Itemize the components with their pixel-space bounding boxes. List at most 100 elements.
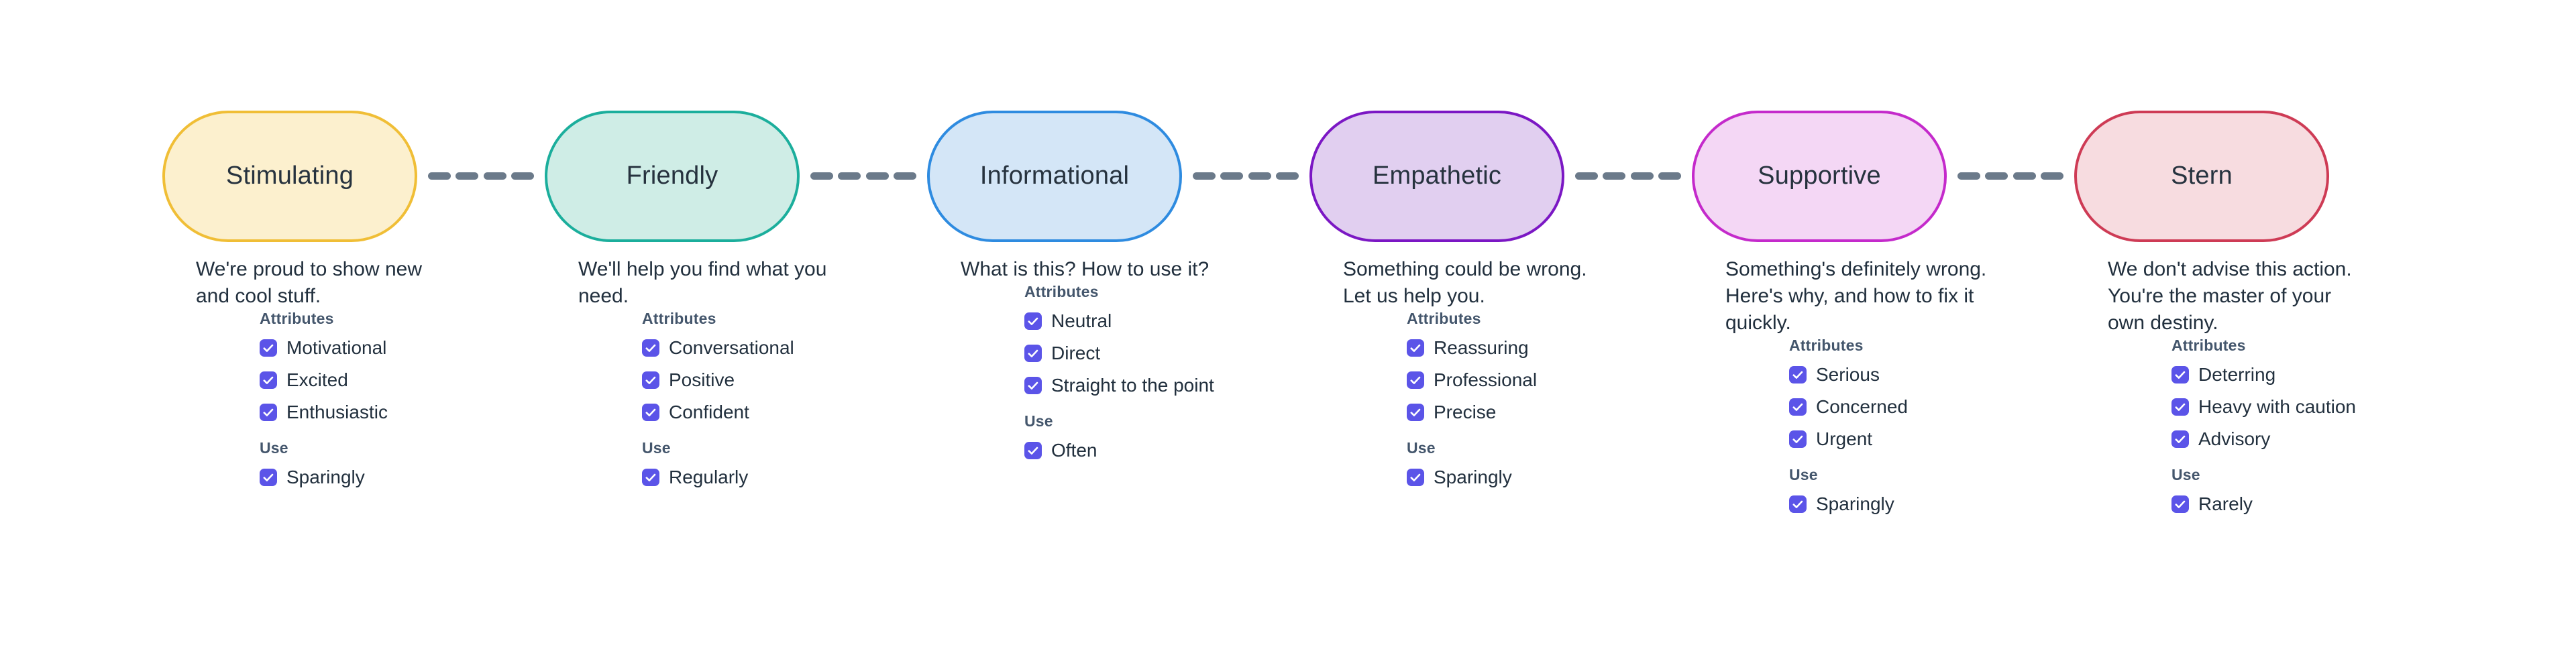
list-item[interactable]: Rarely: [2171, 488, 2396, 520]
use-label: Use: [2171, 466, 2200, 483]
list-item[interactable]: Precise: [1407, 396, 1631, 428]
checkbox-checked-icon[interactable]: [1407, 469, 1424, 486]
dashed-line-icon: [1957, 172, 1980, 180]
checkbox-checked-icon[interactable]: [1407, 371, 1424, 389]
checkbox-checked-icon[interactable]: [1789, 366, 1807, 384]
list-item[interactable]: Heavy with caution: [2171, 391, 2396, 423]
dashed-line-icon: [1630, 172, 1654, 180]
attributes-item-label: Deterring: [2198, 364, 2276, 385]
pill-empathetic[interactable]: Empathetic: [1309, 111, 1564, 242]
checkbox-checked-icon[interactable]: [260, 469, 277, 486]
checkbox-checked-icon[interactable]: [642, 469, 659, 486]
list-item[interactable]: Serious: [1789, 359, 2014, 391]
use-list: Regularly: [642, 461, 867, 493]
pill-row: Stimulating Friendly Informational Empathet…: [0, 111, 2576, 242]
list-item[interactable]: Professional: [1407, 364, 1631, 396]
checkbox-checked-icon[interactable]: [642, 339, 659, 357]
checkbox-checked-icon[interactable]: [1407, 339, 1424, 357]
use-item-label: Rarely: [2198, 493, 2253, 514]
list-item[interactable]: Neutral: [1024, 305, 1249, 337]
pill-stern[interactable]: Stern: [2074, 111, 2329, 242]
attributes-item-label: Precise: [1434, 402, 1497, 422]
pill-informational[interactable]: Informational: [927, 111, 1182, 242]
attributes-item-label: Concerned: [1816, 396, 1908, 417]
checkbox-checked-icon[interactable]: [2171, 430, 2189, 448]
use-item-label: Regularly: [669, 467, 749, 487]
list-item[interactable]: Reassuring: [1407, 332, 1631, 364]
stage-description: What is this? How to use it?: [961, 258, 1210, 280]
checkbox-checked-icon[interactable]: [2171, 398, 2189, 416]
pill-friendly[interactable]: Friendly: [545, 111, 800, 242]
dashed-line-icon: [1575, 172, 1598, 180]
use-label: Use: [260, 439, 288, 457]
list-item[interactable]: Regularly: [642, 461, 867, 493]
list-item[interactable]: Direct: [1024, 337, 1249, 369]
list-item[interactable]: Enthusiastic: [260, 396, 484, 428]
pill-label: Stimulating: [225, 162, 354, 190]
use-list: Sparingly: [260, 461, 484, 493]
pill-label: Informational: [979, 162, 1130, 190]
dashed-line-icon: [428, 172, 451, 180]
use-label: Use: [1024, 412, 1053, 430]
list-item[interactable]: Confident: [642, 396, 867, 428]
dashed-line-icon: [893, 172, 916, 180]
checkbox-checked-icon[interactable]: [1024, 442, 1042, 459]
list-item[interactable]: Often: [1024, 434, 1249, 467]
pill-stimulating[interactable]: Stimulating: [162, 111, 417, 242]
list-item[interactable]: Deterring: [2171, 359, 2396, 391]
use-list: Often: [1024, 434, 1249, 467]
dashed-line-icon: [483, 172, 506, 180]
list-item[interactable]: Advisory: [2171, 423, 2396, 455]
checkbox-checked-icon[interactable]: [1407, 404, 1424, 421]
attributes-item-label: Enthusiastic: [286, 402, 388, 422]
pill-label: Friendly: [626, 162, 718, 190]
stage-description: Something could be wrong. Let us help yo…: [1343, 258, 1587, 307]
dashed-line-icon: [1985, 172, 2008, 180]
dashed-line-icon: [865, 172, 889, 180]
checkbox-checked-icon[interactable]: [260, 404, 277, 421]
checkbox-checked-icon[interactable]: [1024, 377, 1042, 394]
checkbox-checked-icon[interactable]: [260, 339, 277, 357]
attributes-item-label: Reassuring: [1434, 337, 1529, 358]
dashed-line-icon: [1193, 172, 1216, 180]
checkbox-checked-icon[interactable]: [1789, 495, 1807, 513]
attributes-item-label: Urgent: [1816, 428, 1873, 449]
dashed-line-icon: [1220, 172, 1244, 180]
dashed-line-icon: [455, 172, 479, 180]
attributes-label: Attributes: [1024, 283, 1099, 300]
list-item[interactable]: Excited: [260, 364, 484, 396]
stage-description: We'll help you find what you need.: [578, 258, 827, 307]
checkbox-checked-icon[interactable]: [260, 371, 277, 389]
pill-label: Empathetic: [1372, 162, 1502, 190]
attributes-label: Attributes: [642, 310, 716, 327]
dashed-line-icon: [511, 172, 534, 180]
list-item[interactable]: Sparingly: [1789, 488, 2014, 520]
checkbox-checked-icon[interactable]: [2171, 366, 2189, 384]
checkbox-checked-icon[interactable]: [1789, 430, 1807, 448]
list-item[interactable]: Sparingly: [1407, 461, 1631, 493]
card-friendly: We'll help you find what you need. Attrib…: [578, 256, 867, 493]
list-item[interactable]: Positive: [642, 364, 867, 396]
checkbox-checked-icon[interactable]: [642, 371, 659, 389]
list-item[interactable]: Conversational: [642, 332, 867, 364]
checkbox-checked-icon[interactable]: [1789, 398, 1807, 416]
list-item[interactable]: Straight to the point: [1024, 369, 1249, 402]
list-item[interactable]: Concerned: [1789, 391, 2014, 423]
attributes-label: Attributes: [1407, 310, 1481, 327]
checkbox-checked-icon[interactable]: [2171, 495, 2189, 513]
list-item[interactable]: Sparingly: [260, 461, 484, 493]
checkbox-checked-icon[interactable]: [1024, 312, 1042, 330]
list-item[interactable]: Motivational: [260, 332, 484, 364]
checkbox-checked-icon[interactable]: [1024, 345, 1042, 362]
dashed-connector-2: [810, 172, 916, 180]
stage-description: We don't advise this action. You're the …: [2108, 258, 2352, 334]
list-item[interactable]: Urgent: [1789, 423, 2014, 455]
stage-description: Something's definitely wrong. Here's why…: [1725, 258, 1987, 334]
checkbox-checked-icon[interactable]: [642, 404, 659, 421]
pill-supportive[interactable]: Supportive: [1692, 111, 1947, 242]
